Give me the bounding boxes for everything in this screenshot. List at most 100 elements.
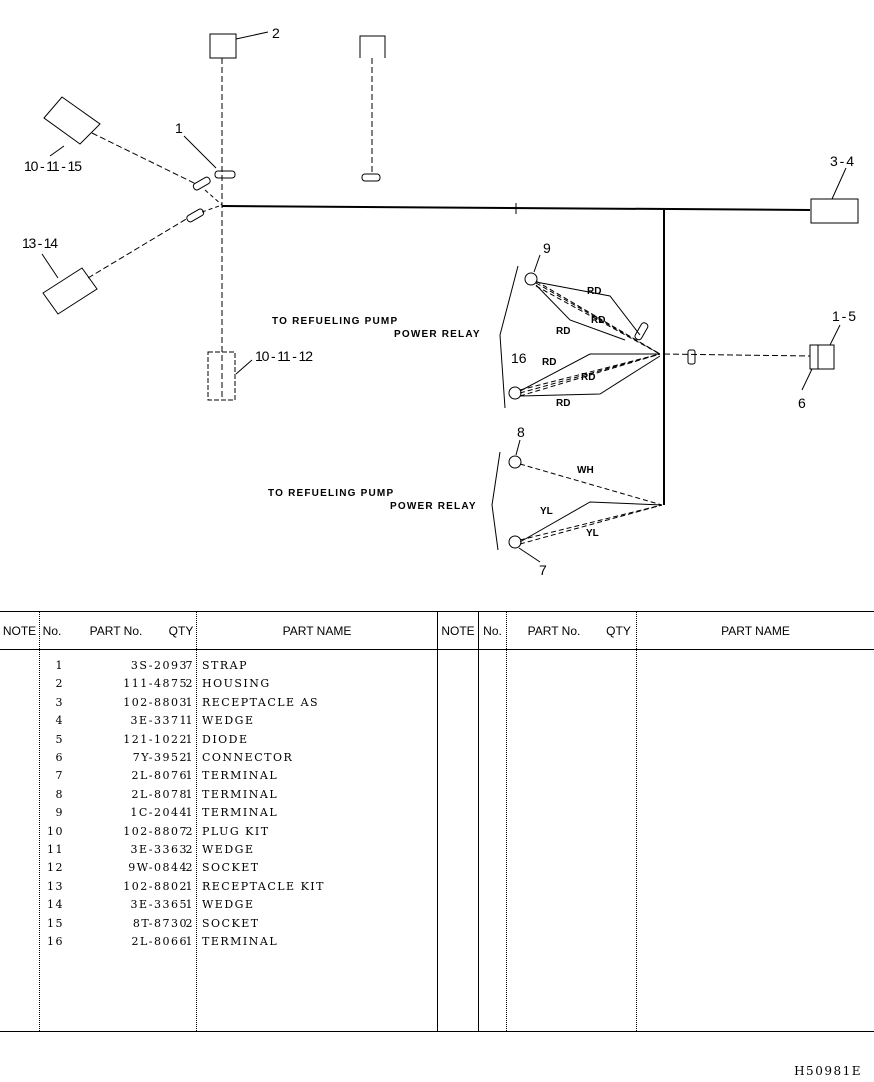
wire-label-rd-2: RD [591, 315, 605, 326]
qty-cell: 1 [185, 935, 194, 948]
leader-7 [518, 547, 541, 563]
callout-8: 8 [517, 424, 525, 440]
header-note-right: NOTE [441, 624, 475, 638]
callout-1: 1 [175, 120, 183, 136]
header-note-left: NOTE [2, 624, 37, 638]
callout-9: 9 [543, 240, 551, 256]
part-name-cell: CONNECTOR [202, 751, 294, 764]
leader-9 [533, 254, 541, 273]
connector-3-4 [810, 198, 859, 224]
part-no-cell: 111-4875 [123, 677, 188, 691]
header-no-left: No. [42, 624, 62, 638]
strap-1 [214, 170, 236, 179]
callout-10-11-12: 10 - 11 - 12 [255, 348, 313, 364]
col-divider [196, 612, 197, 1031]
part-name-cell: TERMINAL [202, 769, 279, 783]
plug-6 [687, 349, 696, 365]
col-divider [636, 612, 637, 1031]
receptacle-10-11-12 [207, 351, 236, 401]
part-name-cell: RECEPTACLE AS [202, 695, 320, 709]
leader-10-11-15 [49, 145, 65, 157]
part-name-cell: WEDGE [202, 714, 255, 728]
part-no-cell: 121-1022 [123, 732, 188, 746]
part-name-cell: SOCKET [202, 916, 260, 930]
part-number-index: 16 [47, 935, 64, 948]
wire-label-yl-2: YL [586, 528, 599, 539]
leader-6 [801, 368, 813, 391]
callout-13-14: 13 - 14 [22, 235, 58, 251]
part-number-index: 12 [47, 861, 64, 875]
relay-top-line2: POWER RELAY [394, 329, 481, 340]
qty-cell: 1 [185, 732, 194, 746]
part-no-cell: 1C-2044 [130, 806, 188, 820]
callout-2: 2 [272, 25, 280, 41]
part-number-index: 4 [55, 714, 64, 728]
part-number-index: 10 [47, 824, 64, 838]
leader-10-11-12 [235, 359, 253, 375]
leader-8 [515, 439, 521, 456]
wire-rd-solid-a [535, 281, 641, 336]
wire-wh [519, 463, 663, 506]
part-name-cell: WEDGE [202, 898, 255, 912]
wire-label-yl-1: YL [540, 506, 553, 517]
part-no-cell: 3S-2093 [130, 659, 188, 672]
wire-rd-solid-d [519, 355, 661, 397]
callout-7: 7 [539, 562, 547, 578]
terminal-9 [524, 272, 538, 286]
part-no-cell: 102-8802 [123, 879, 188, 893]
part-number-index: 11 [47, 843, 64, 856]
plug-13-14 [186, 208, 205, 223]
housing-2 [209, 33, 237, 59]
part-no-cell: 9W-0844 [128, 861, 188, 875]
wiring-diagram: 2 1 10 - 11 - 15 13 - 14 10 - 11 - 12 3 … [22, 25, 859, 578]
part-number-index: 15 [47, 916, 64, 930]
part-name-cell: SOCKET [202, 861, 260, 875]
part-name-cell: STRAP [202, 659, 248, 672]
part-name-cell: DIODE [202, 732, 249, 746]
qty-cell: 2 [185, 861, 194, 875]
callout-1-5: 1 - 5 [832, 308, 856, 324]
qty-cell: 1 [185, 898, 194, 912]
col-divider [478, 612, 479, 1031]
qty-cell: 1 [185, 806, 194, 820]
wire-label-rd-6: RD [556, 398, 570, 409]
part-no-cell: 3E-3371 [130, 714, 188, 728]
wire-yl-2 [519, 504, 663, 545]
wire-yl-1 [519, 504, 663, 541]
qty-cell: 2 [185, 916, 194, 930]
part-number-index: 14 [47, 898, 64, 912]
part-no-cell: 2L-8078 [131, 787, 188, 801]
diode-5 [634, 322, 649, 341]
leader-1-5 [829, 324, 841, 346]
header-qty-right: QTY [606, 624, 631, 638]
qty-cell: 1 [185, 769, 194, 783]
part-number-index: 3 [55, 695, 64, 709]
relay-bottom-line1: TO REFUELING PUMP [268, 488, 394, 499]
part-no-cell: 3E-3363 [130, 843, 188, 856]
leader-3-4 [831, 167, 847, 200]
dashed-10-11-15-b [204, 189, 223, 206]
bracket-relay-top [499, 265, 519, 409]
dashed-13-14-b [201, 204, 223, 213]
callout-10-11-15: 10 - 11 - 15 [24, 158, 82, 174]
qty-cell: 1 [185, 695, 194, 709]
header-partno-left: PART No. [89, 624, 143, 638]
part-no-cell: 102-8807 [123, 824, 188, 838]
callout-3-4: 3 - 4 [830, 153, 854, 169]
part-number-index: 9 [55, 806, 64, 820]
part-no-cell: 7Y-3952 [132, 751, 188, 764]
part-name-cell: WEDGE [202, 843, 255, 856]
receptacle-10-11-15 [43, 96, 101, 145]
part-number-index: 2 [55, 677, 64, 691]
qty-cell: 1 [185, 879, 194, 893]
header-no-right: No. [483, 624, 502, 638]
col-divider [39, 612, 40, 1031]
